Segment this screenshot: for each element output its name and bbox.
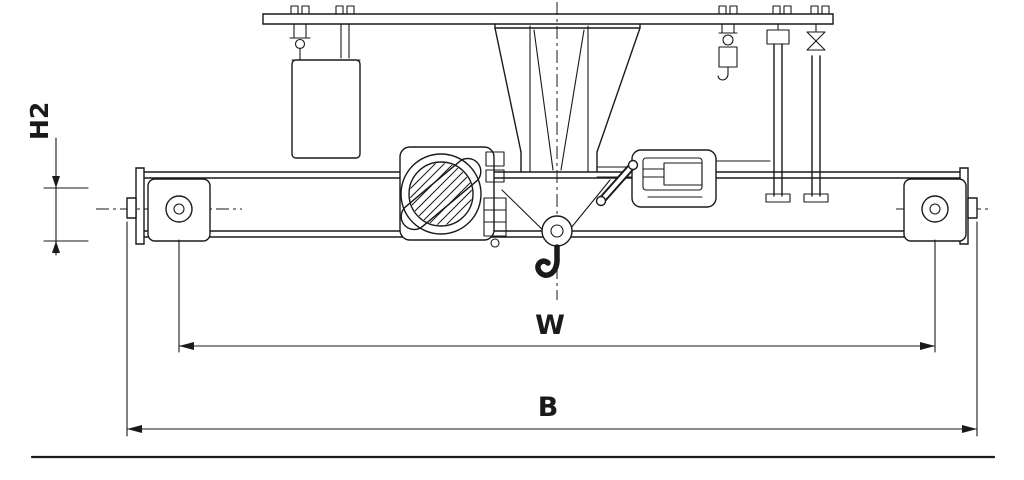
control-panel: [291, 59, 361, 159]
h2-label: H2: [25, 102, 54, 140]
festoon-unit: [717, 23, 738, 81]
trolley-controller: [596, 149, 771, 208]
rail-bolts: [290, 5, 830, 15]
hoist-trolley: [399, 146, 507, 248]
end-truck-left: [147, 178, 211, 242]
centerlines: [96, 2, 988, 300]
rail-hanger-left: [289, 23, 361, 61]
hook-block: [501, 159, 639, 278]
w-label: W: [535, 310, 565, 341]
center-column: [494, 23, 641, 173]
wheel-right: [921, 195, 949, 223]
wheel-left: [165, 195, 193, 223]
hook: [535, 244, 560, 278]
rope-guide: [400, 157, 482, 231]
dimension-b: B: [126, 221, 978, 437]
b-label: B: [538, 392, 559, 423]
dimension-h2: H2: [25, 102, 89, 256]
runway-rail: [262, 5, 834, 25]
buffer-right: [967, 197, 978, 219]
conductor-pipes: [765, 23, 829, 203]
end-truck-right: [903, 178, 967, 242]
dimension-w: W: [178, 239, 936, 353]
buffer-left: [126, 197, 137, 219]
trolley-side-details: [483, 151, 507, 248]
hook-sheave: [541, 215, 573, 247]
